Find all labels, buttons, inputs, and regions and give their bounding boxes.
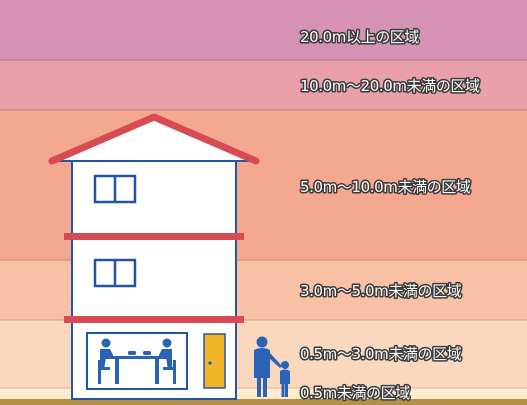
parent-child-icon <box>254 336 290 397</box>
zone-labels: 20.0m以上の区域 10.0m～20.0m未満の区域 5.0m～10.0m未満… <box>299 27 482 404</box>
window-icon <box>93 258 137 288</box>
door-knob <box>208 361 212 365</box>
zone-band-10-20m <box>0 60 527 110</box>
floor-trim-upper <box>64 233 244 240</box>
family-dining-icon <box>98 338 176 384</box>
roof-gable <box>76 123 232 156</box>
zone-label-10-20m: 10.0m～20.0m未満の区域 <box>300 77 480 95</box>
window-icon <box>93 174 137 204</box>
zone-label-20m-plus: 20.0m以上の区域 <box>300 28 419 46</box>
roof-trim <box>48 113 260 165</box>
zone-band-20m-plus <box>0 0 527 60</box>
house-icon <box>48 113 260 400</box>
zone-label-05-3m: 0.5m～3.0m未満の区域 <box>300 345 462 363</box>
ground-strip <box>0 399 527 405</box>
zone-label-5-10m: 5.0m～10.0m未満の区域 <box>300 178 471 196</box>
door <box>203 333 226 389</box>
zone-label-3-5m: 3.0m～5.0m未満の区域 <box>300 282 462 300</box>
zone-label-under-05m: 0.5m未満の区域 <box>300 384 410 402</box>
floor-trim-lower <box>64 316 244 323</box>
